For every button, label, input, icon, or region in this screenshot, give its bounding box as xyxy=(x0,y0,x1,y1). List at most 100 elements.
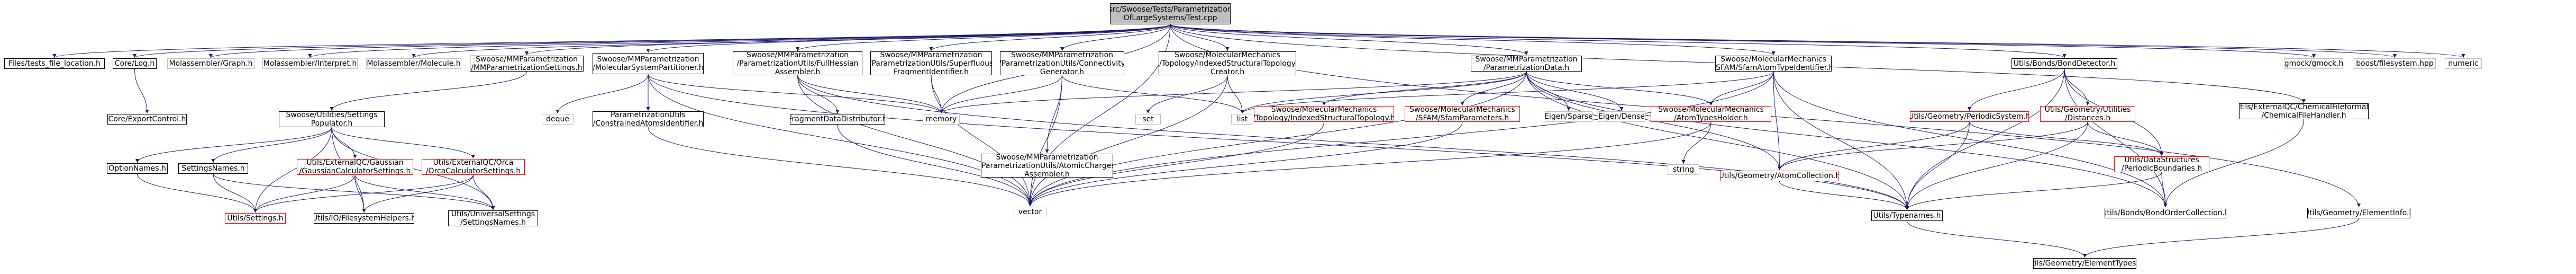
node-label-line: Utils/DataStructures xyxy=(2124,156,2199,164)
node-typenames[interactable]: Utils/Typenames.h xyxy=(1871,210,1943,221)
node-optnames[interactable]: OptionNames.h xyxy=(107,163,168,174)
edge-paramdata-to-atomtypes xyxy=(1526,71,1713,106)
node-corelog[interactable]: Core/Log.h xyxy=(113,58,157,69)
node-univset[interactable]: Utils/UniversalSettings/SettingsNames.h xyxy=(448,210,538,226)
node-bondorder[interactable]: Utils/Bonds/BondOrderCollection.h xyxy=(2105,208,2226,218)
node-corexport[interactable]: Core/ExportControl.h xyxy=(107,114,187,125)
edge-orca-to-univset xyxy=(473,174,495,210)
node-label-line: Utils/Geometry/ElementInfo.h xyxy=(2307,209,2410,217)
node-label-line: OptionNames.h xyxy=(108,164,166,173)
node-geodist[interactable]: Utils/Geometry/Utilities/Distances.h xyxy=(2040,106,2135,122)
edge-orca-to-fshelpers xyxy=(362,174,474,213)
node-memory[interactable]: memory xyxy=(923,114,960,125)
node-idxtopo[interactable]: Swoose/MolecularMechanics/Topology/Index… xyxy=(1159,51,1296,75)
edge-mmpset-to-settingspop xyxy=(330,71,527,111)
node-label-line: /Topology/IndexedStructuralTopology xyxy=(1159,59,1296,68)
node-constr[interactable]: ParametrizationUtils/ConstrainedAtomsIde… xyxy=(593,111,704,127)
node-label-line: Molassembler/Molecule.h xyxy=(367,59,461,68)
edge-periodic-to-atomcoll xyxy=(1778,121,1970,171)
node-sfamid[interactable]: Swoose/MolecularMechanics/SFAM/SfamAtomT… xyxy=(1715,56,1832,72)
node-set[interactable]: set xyxy=(1135,114,1161,125)
node-label-line: Utils/Geometry/ElementTypes.h xyxy=(2034,259,2136,268)
node-periodic[interactable]: Utils/Geometry/PeriodicSystem.h xyxy=(1910,111,2029,122)
node-label-line: Swoose/MolecularMechanics xyxy=(1175,51,1280,59)
node-utsettings[interactable]: Utils/Settings.h xyxy=(225,213,286,224)
node-extchem[interactable]: Utils/ExternalQC/ChemicalFileformats/Che… xyxy=(2239,103,2369,119)
node-paramdata[interactable]: Swoose/MMParametrization/Parametrization… xyxy=(1471,56,1582,72)
node-connect[interactable]: Swoose/MMParametrization/Parametrization… xyxy=(1000,51,1124,75)
node-eltypes[interactable]: Utils/Geometry/ElementTypes.h xyxy=(2033,258,2136,269)
edge-fullhess-to-memory xyxy=(797,75,943,114)
edge-root-to-idxtopo xyxy=(1170,24,1230,51)
node-deque[interactable]: deque xyxy=(542,114,574,125)
edge-sfamid-to-atomtypes xyxy=(1709,71,1774,106)
node-label-line: /ParametrizationUtils/FullHessian xyxy=(736,59,859,68)
edge-fullhess-to-typenames xyxy=(797,75,1909,210)
node-bonddet[interactable]: Utils/Bonds/BondDetector.h xyxy=(2011,58,2117,69)
edge-root-to-numeric xyxy=(1170,24,2465,58)
edge-idxtopo-to-vector xyxy=(1028,75,1228,207)
node-numeric[interactable]: numeric xyxy=(2445,58,2482,69)
node-sfampar[interactable]: Swoose/MolecularMechanics/SFAM/SfamParam… xyxy=(1405,106,1520,122)
edge-connect-to-vector xyxy=(1028,75,1062,207)
edge-elinfo-to-eltypes xyxy=(2083,218,2359,258)
node-fragdist[interactable]: FragmentDataDistributor.h xyxy=(790,114,885,125)
node-assemble[interactable]: Swoose/MMParametrization/Parametrization… xyxy=(981,154,1113,178)
edge-settingspop-to-orca xyxy=(331,127,475,159)
node-orca[interactable]: Utils/ExternalQC/Orca/OrcaCalculatorSett… xyxy=(422,159,525,175)
node-atomtypes[interactable]: Swoose/MolecularMechanics/AtomTypesHolde… xyxy=(1651,106,1771,122)
node-gaussian[interactable]: Utils/ExternalQC/Gaussian/GaussianCalcul… xyxy=(297,159,413,175)
edge-connect-to-list xyxy=(1062,75,1244,114)
node-label-line: set xyxy=(1142,115,1154,123)
node-label-line: Swoose/MolecularMechanics xyxy=(1409,106,1515,114)
edge-bonddet-to-periodic xyxy=(1968,68,2065,111)
node-superfl[interactable]: Swoose/MMParametrization/Parametrization… xyxy=(870,51,992,75)
node-label-line: Files/tests_file_location.h xyxy=(8,59,101,68)
edge-atomtypes-to-vector xyxy=(1028,121,1712,207)
edge-gaussian-to-utsettings xyxy=(253,174,356,213)
node-label-line: gmock/gmock.h xyxy=(2284,59,2343,68)
node-label-line: Creator.h xyxy=(1210,67,1245,75)
node-label-line: /SettingsNames.h xyxy=(460,218,526,226)
node-label-line: Utils/ExternalQC/Orca xyxy=(433,159,514,167)
node-molgraph[interactable]: Molassembler/Graph.h xyxy=(167,58,254,69)
node-list[interactable]: list xyxy=(1231,114,1253,125)
node-label-line: Utils/Bonds/BondDetector.h xyxy=(2013,59,2116,68)
node-fshelpers[interactable]: Utils/IO/FilesystemHelpers.h xyxy=(314,213,414,224)
node-periodicb[interactable]: Utils/DataStructures/PeriodicBoundaries.… xyxy=(2114,156,2209,172)
node-label-line: /ParametrizationData.h xyxy=(1483,64,1570,72)
node-label-line: Swoose/MMParametrization xyxy=(746,51,849,59)
node-vector[interactable]: vector xyxy=(1014,207,1046,217)
node-label-line: Utils/ExternalQC/ChemicalFileformats xyxy=(2239,103,2369,111)
edge-root-to-superfl xyxy=(929,24,1171,51)
node-elinfo[interactable]: Utils/Geometry/ElementInfo.h xyxy=(2307,208,2410,218)
edge-sfamid-to-atomcoll xyxy=(1773,71,1781,171)
node-string[interactable]: string xyxy=(1668,164,1699,175)
node-atomcoll[interactable]: Utils/Geometry/AtomCollection.h xyxy=(1720,171,1839,181)
node-files[interactable]: Files/tests_file_location.h xyxy=(4,58,105,69)
edge-setnames-to-univset xyxy=(213,173,495,210)
node-label-line: /Topology/IndexedStructuralTopology.h xyxy=(1254,114,1394,122)
node-fullhess[interactable]: Swoose/MMParametrization/Parametrization… xyxy=(733,51,862,75)
node-molinterp[interactable]: Molassembler/Interpret.h xyxy=(262,58,358,69)
node-molmol[interactable]: Molassembler/Molecule.h xyxy=(366,58,461,69)
node-gmock[interactable]: gmock/gmock.h xyxy=(2284,58,2343,69)
node-molpart[interactable]: Swoose/MMParametrization/MolecularSystem… xyxy=(593,53,704,74)
edge-paramdata-to-sfampar xyxy=(1460,71,1527,106)
node-eigende[interactable]: Eigen/Dense xyxy=(1598,111,1645,122)
node-label-line: Swoose/MolecularMechanics xyxy=(1271,106,1377,114)
edge-setnames-to-utsettings xyxy=(213,173,257,213)
node-boostfs[interactable]: boost/filesystem.hpp xyxy=(2354,58,2436,69)
node-setnames[interactable]: SettingsNames.h xyxy=(178,163,248,174)
node-label-line: Generator.h xyxy=(1040,67,1085,75)
edge-periodicb-to-bondorder xyxy=(2161,172,2168,208)
edge-paramdata-to-typenames xyxy=(1526,71,1909,210)
node-mmpset[interactable]: Swoose/MMParametrization/MMParametrizati… xyxy=(470,56,584,72)
node-label-line: Utils/Settings.h xyxy=(227,214,284,223)
node-idxtopoh[interactable]: Swoose/MolecularMechanics/Topology/Index… xyxy=(1254,106,1394,122)
node-label-line: Molassembler/Graph.h xyxy=(169,59,253,68)
node-eigensp[interactable]: Eigen/Sparse xyxy=(1545,111,1592,122)
node-label-line: numeric xyxy=(2448,59,2479,68)
